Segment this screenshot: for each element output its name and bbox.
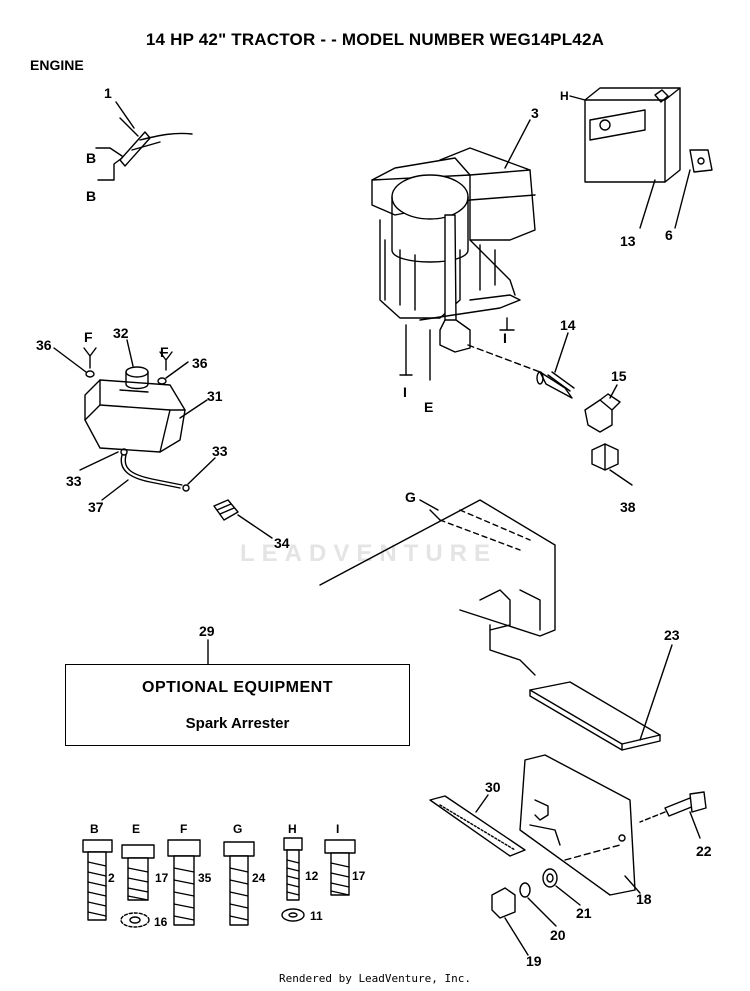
fastener-bolts bbox=[82, 837, 356, 926]
part-38-flange-nut bbox=[591, 443, 619, 471]
letter-i-2: I bbox=[503, 330, 507, 346]
part-21-nut bbox=[542, 868, 558, 888]
callout-1: 1 bbox=[104, 85, 112, 101]
footer-credit: Rendered by LeadVenture, Inc. bbox=[278, 972, 472, 985]
tractor-frame bbox=[319, 499, 556, 676]
washer-ref-16: 16 bbox=[154, 915, 168, 929]
fastener-letter-b: B bbox=[90, 822, 99, 836]
callout-37: 37 bbox=[88, 499, 104, 515]
callout-20: 20 bbox=[550, 927, 566, 943]
fastener-letter-g: G bbox=[233, 822, 242, 836]
page-title: 14 HP 42" TRACTOR - - MODEL NUMBER WEG14… bbox=[145, 30, 605, 49]
callout-18: 18 bbox=[636, 891, 652, 907]
fastener-letter-h: H bbox=[288, 822, 297, 836]
letter-g: G bbox=[405, 489, 416, 505]
washer-ref-11: 11 bbox=[310, 909, 323, 923]
callout-6: 6 bbox=[665, 227, 673, 243]
fastener-letter-e: E bbox=[132, 822, 140, 836]
letter-i-1: I bbox=[403, 384, 407, 400]
letter-h: H bbox=[560, 89, 569, 103]
fastener-ref-h: 12 bbox=[305, 869, 319, 883]
callout-15: 15 bbox=[611, 368, 627, 384]
washer-16-star bbox=[120, 912, 150, 928]
washer-11-flat bbox=[281, 908, 305, 922]
part-36-grommets bbox=[83, 347, 173, 385]
callout-30: 30 bbox=[485, 779, 501, 795]
fastener-letter-i: I bbox=[336, 822, 339, 836]
part-3-engine bbox=[371, 147, 541, 381]
callout-14: 14 bbox=[560, 317, 576, 333]
letter-e: E bbox=[424, 399, 433, 415]
part-30-foam-strip bbox=[429, 795, 526, 857]
fastener-ref-f: 35 bbox=[198, 871, 212, 885]
fastener-ref-b: 2 bbox=[108, 871, 115, 885]
optional-equipment-box: OPTIONAL EQUIPMENT Spark Arrester bbox=[65, 664, 410, 746]
part-18-mounting-plate bbox=[519, 754, 636, 896]
callout-31: 31 bbox=[207, 388, 223, 404]
callout-19: 19 bbox=[526, 953, 542, 969]
part-23-heat-shield bbox=[529, 681, 661, 751]
part-20-washer bbox=[519, 882, 531, 898]
callout-33b: 33 bbox=[212, 443, 228, 459]
callout-22: 22 bbox=[696, 843, 712, 859]
callout-21: 21 bbox=[576, 905, 592, 921]
callout-3: 3 bbox=[531, 105, 539, 121]
letter-b-1: B bbox=[86, 150, 96, 166]
fastener-ref-g: 24 bbox=[252, 871, 266, 885]
callout-33a: 33 bbox=[66, 473, 82, 489]
callout-36b: 36 bbox=[192, 355, 208, 371]
callout-13: 13 bbox=[620, 233, 636, 249]
callout-29: 29 bbox=[199, 623, 215, 639]
part-37-fuel-line bbox=[120, 448, 190, 492]
watermark: LEADVENTURE bbox=[240, 540, 498, 567]
section-label: ENGINE bbox=[30, 57, 84, 73]
callout-labels: 1 3 13 6 14 15 38 23 29 30 36 32 36 31 3… bbox=[36, 85, 712, 969]
part-19-clip bbox=[491, 887, 516, 919]
optional-equipment-heading: OPTIONAL EQUIPMENT bbox=[142, 679, 333, 696]
part-14-exhaust-pipe bbox=[536, 371, 575, 399]
part-31-fuel-tank bbox=[84, 379, 186, 453]
optional-equipment-item: Spark Arrester bbox=[185, 715, 290, 732]
fastener-letter-f: F bbox=[180, 822, 187, 836]
part-34-fuel-filter bbox=[213, 499, 239, 521]
letter-f-2: F bbox=[160, 344, 169, 360]
letter-f-1: F bbox=[84, 329, 93, 345]
part-13-muffler bbox=[569, 87, 713, 183]
fastener-ref-i: 17 bbox=[352, 869, 366, 883]
part-1-throttle-bracket bbox=[95, 117, 193, 181]
part-22-bolt bbox=[639, 791, 707, 823]
letter-b-2: B bbox=[86, 188, 96, 204]
callout-23: 23 bbox=[664, 627, 680, 643]
callout-34: 34 bbox=[274, 535, 290, 551]
part-15-exhaust-elbow bbox=[584, 393, 621, 433]
callout-38: 38 bbox=[620, 499, 636, 515]
leader-lines bbox=[53, 101, 701, 956]
fastener-ref-e: 17 bbox=[155, 871, 169, 885]
callout-36a: 36 bbox=[36, 337, 52, 353]
callout-32: 32 bbox=[113, 325, 129, 341]
part-32-fuel-cap bbox=[125, 366, 149, 390]
